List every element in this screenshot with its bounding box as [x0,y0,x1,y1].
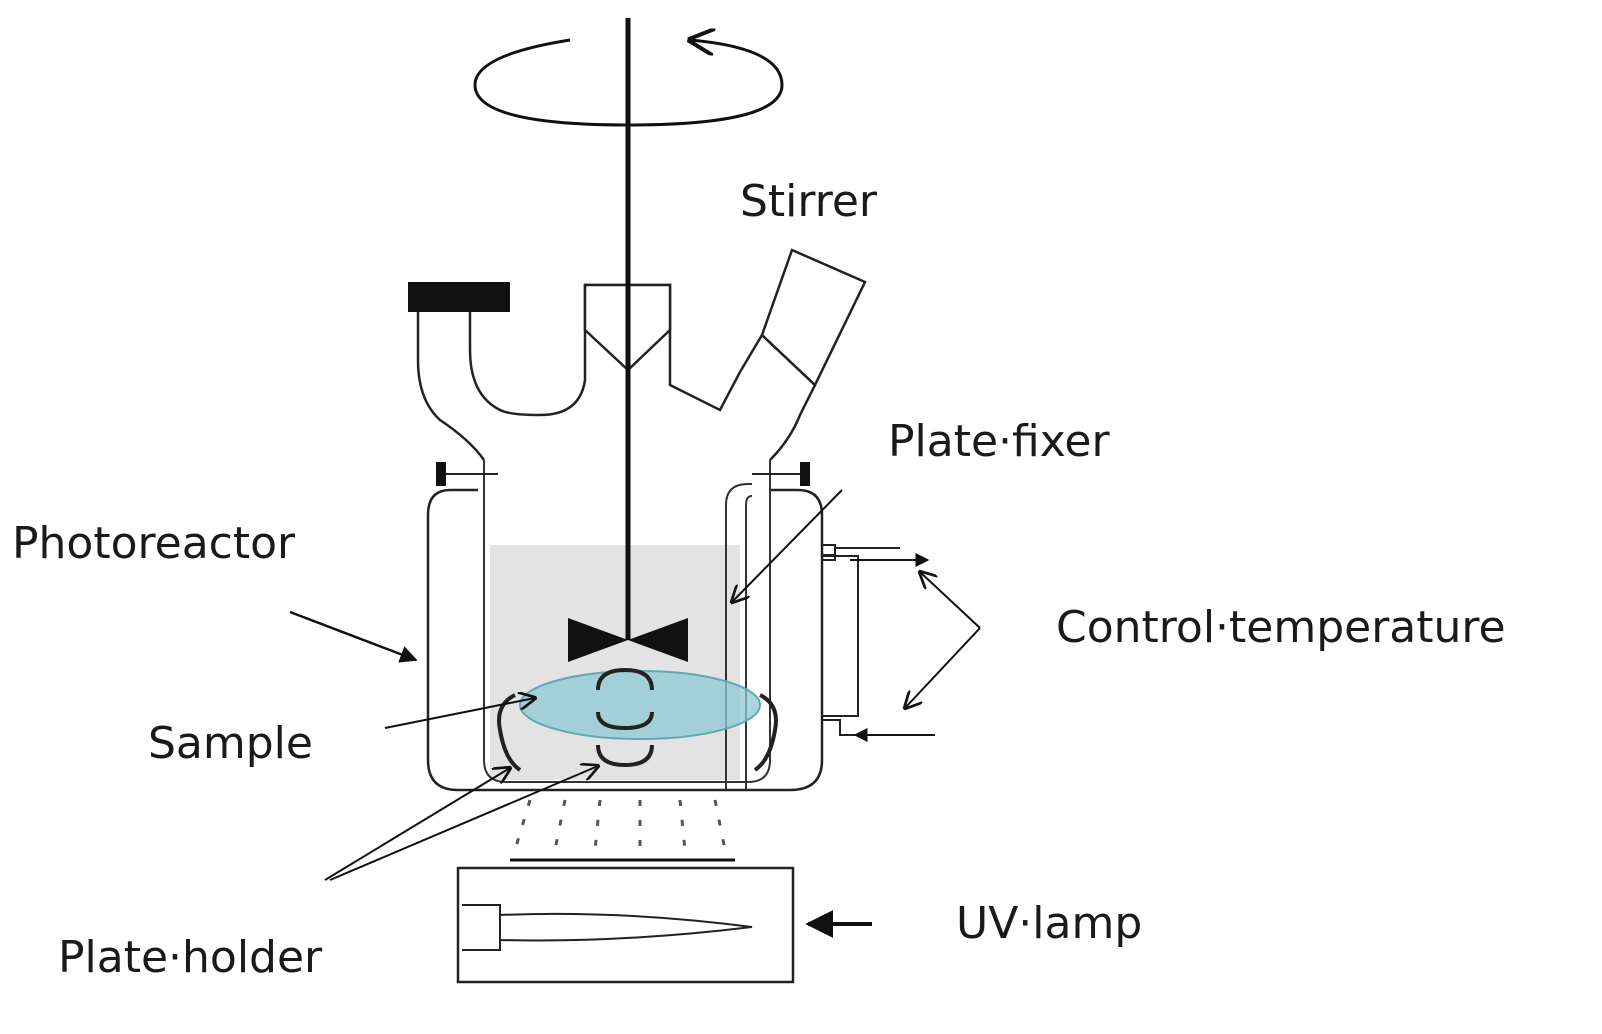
label-plate-fixer: Plate·fixer [888,416,1110,467]
tap-right [800,462,810,486]
label-plate-holder: Plate·holder [58,932,323,983]
label-sample: Sample [148,718,313,769]
sample-plate [519,670,761,740]
plate-fixer-rod [725,483,752,790]
plate-fixer-pointer [732,489,843,602]
label-stirrer: Stirrer [740,176,878,227]
reactor-liquid [490,545,740,780]
label-photoreactor: Photoreactor [12,518,296,569]
side-neck [738,333,817,461]
rotation-arrow [473,40,784,127]
reactor-neck [416,283,742,461]
uv-light-rays [513,799,727,851]
plate-holder-pointer-2 [329,766,598,881]
side-neck-cap [760,248,867,388]
reactor-inner-wall [483,460,771,783]
stopper-black [408,282,510,312]
coolant-ports [822,544,930,736]
sample-pointer [384,698,535,729]
label-uv-lamp: UV·lamp [956,898,1143,949]
uv-lamp-tube [462,904,753,951]
tap-left [436,462,446,486]
control-temp-pointer-1 [920,572,981,629]
impeller [568,618,688,662]
label-control-temperature: Control·temperature [1056,602,1506,653]
photoreactor-pointer [289,610,418,663]
plate-holders [497,667,778,772]
plate-holder-pointer-1 [324,768,510,881]
reactor-jacket [426,488,824,792]
control-temp-pointer-2 [905,627,981,708]
